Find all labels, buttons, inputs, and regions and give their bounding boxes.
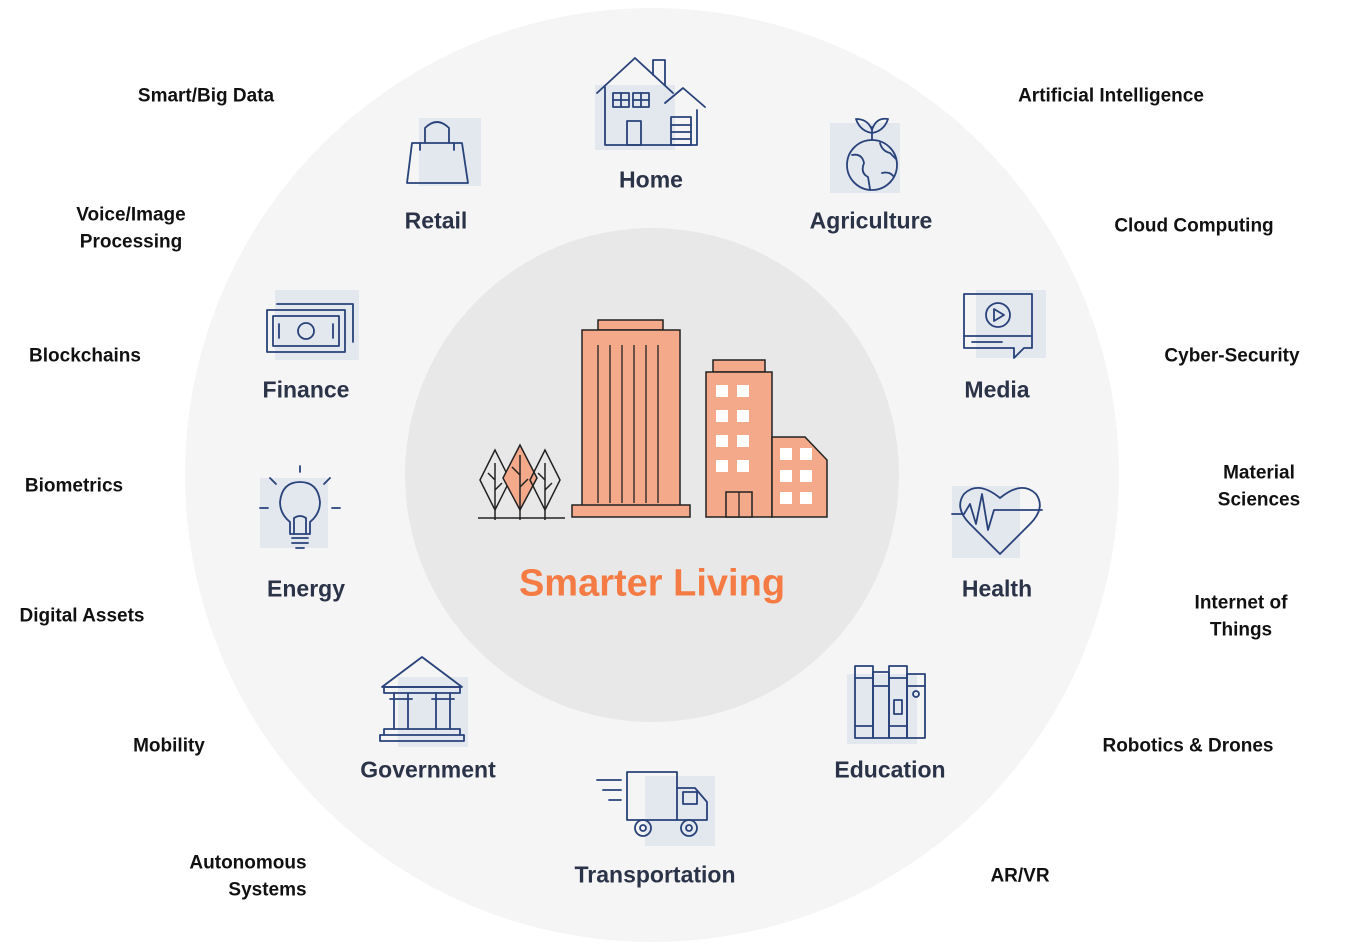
government-building-icon <box>379 655 470 747</box>
sector-education: Education <box>834 756 946 783</box>
tech-internet-of-things: Internet of Things <box>1194 592 1288 640</box>
tech-cyber-security: Cyber-Security <box>1164 345 1300 367</box>
tech-cloud-computing: Cloud Computing <box>1114 215 1274 237</box>
sector-health: Health <box>961 575 1033 602</box>
sector-government: Government <box>360 756 496 783</box>
tech-artificial-intelligence: Artificial Intelligence <box>1018 85 1204 107</box>
banknote-icon <box>265 290 360 360</box>
sector-media: Media <box>964 376 1030 403</box>
tech-blockchains: Blockchains <box>29 345 141 367</box>
tech-autonomous-systems: Autonomous Systems <box>189 850 306 903</box>
sector-retail: Retail <box>404 207 468 234</box>
tech-smart-big-data: Smart/Big Data <box>137 85 275 107</box>
tech-material-sciences: Material Sciences <box>1217 462 1301 510</box>
tech-ar-vr: AR/VR <box>990 865 1050 887</box>
sector-home: Home <box>619 166 683 193</box>
house-icon <box>595 55 707 150</box>
tech-voice-image-line2: Processing <box>79 231 183 252</box>
tech-voice-image-line1: Voice/Image <box>76 204 186 226</box>
books-icon <box>845 660 935 745</box>
heart-pulse-icon <box>950 480 1045 560</box>
tech-mobility: Mobility <box>133 735 205 757</box>
tech-autonomous-line2: Systems <box>228 879 307 900</box>
sector-finance: Finance <box>262 376 350 403</box>
delivery-truck-icon <box>595 768 720 848</box>
city-buildings-icon <box>470 315 840 525</box>
sector-agriculture: Agriculture <box>809 207 933 234</box>
shopping-bag-icon <box>405 118 483 188</box>
tech-biometrics: Biometrics <box>24 475 124 497</box>
tech-voice-image-processing: Voice/Image Processing <box>76 202 185 255</box>
tech-robotics-drones: Robotics & Drones <box>1102 735 1274 757</box>
tech-autonomous-line1: Autonomous <box>189 852 307 874</box>
sector-transportation: Transportation <box>574 861 736 888</box>
sector-energy: Energy <box>267 575 345 602</box>
video-player-icon <box>962 290 1047 362</box>
center-title: Smarter Living <box>518 562 786 605</box>
lightbulb-icon <box>258 465 343 555</box>
globe-sprout-icon <box>830 115 905 195</box>
tech-digital-assets: Digital Assets <box>19 605 145 627</box>
